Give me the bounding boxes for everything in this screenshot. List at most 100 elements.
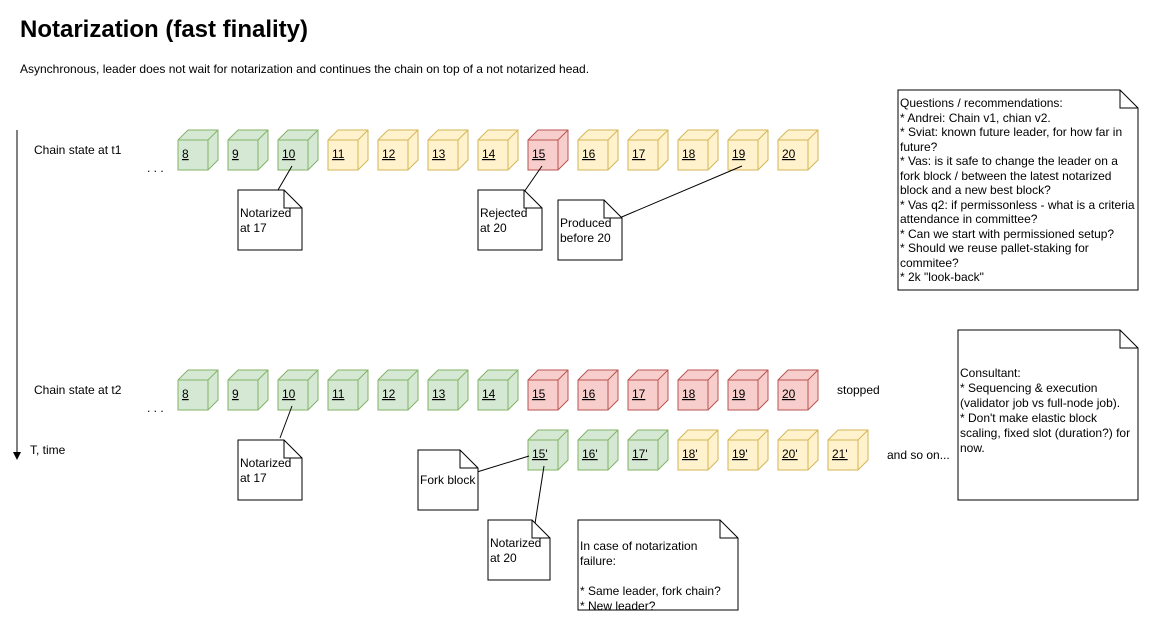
connector-fork-block: [476, 455, 530, 473]
row2-block-label: 11: [332, 387, 345, 401]
fork-block-21p: 21': [827, 429, 869, 471]
row2-block-label: 20: [782, 387, 796, 401]
row2-block-label: 15: [532, 387, 546, 401]
note-failure: [577, 519, 739, 611]
note-fork-block: [417, 449, 479, 511]
note-produced-20: [557, 199, 623, 261]
row2-block-label: 19: [732, 387, 746, 401]
row1-block-20: 20: [777, 129, 819, 171]
row1-block-label: 20: [782, 147, 796, 161]
row1-block-17: 17: [627, 129, 669, 171]
fork-block-label: 18': [682, 447, 698, 461]
row2-stopped-label: stopped: [837, 383, 880, 397]
row2-block-13: 13: [427, 369, 469, 411]
row2-block-9: 9: [227, 369, 269, 411]
connector-produced-20: [616, 165, 743, 220]
note-consultant-text: Consultant: * Sequencing & execution (va…: [960, 366, 1131, 455]
note-notarized-20-text: Notarized at 20: [490, 536, 542, 565]
fork-block-label: 19': [732, 447, 748, 461]
note-produced-20-text: Produced before 20: [560, 216, 612, 245]
row2-block-11: 11: [327, 369, 369, 411]
row1-block-16: 16: [577, 129, 619, 171]
row1-ellipsis: . . .: [147, 161, 164, 175]
row1-block-18: 18: [677, 129, 719, 171]
row2-block-18: 18: [677, 369, 719, 411]
row2-block-17: 17: [627, 369, 669, 411]
row1-block-13: 13: [427, 129, 469, 171]
connector-rejected-20: [523, 165, 543, 193]
note-notarized-17-a: [237, 189, 303, 251]
page-title: Notarization (fast finality): [20, 16, 309, 43]
connector-notarized-17-a: [277, 165, 293, 191]
row2-block-label: 10: [282, 387, 296, 401]
fork-block-label: 21': [832, 447, 848, 461]
row1-block-9: 9: [227, 129, 269, 171]
row1-block-label: 18: [682, 147, 696, 161]
fork-block-16p: 16': [577, 429, 619, 471]
note-notarized-17-b-text: Notarized at 17: [240, 456, 292, 485]
row2-block-16: 16: [577, 369, 619, 411]
row2-block-label: 9: [232, 387, 239, 401]
fork-block-label: 17': [632, 447, 648, 461]
note-notarized-20: [487, 519, 551, 581]
row2-block-10: 10: [277, 369, 319, 411]
row1-block-label: 16: [582, 147, 596, 161]
note-fork-block-text: Fork block: [420, 473, 476, 487]
row2-block-label: 17: [632, 387, 646, 401]
row1-block-label: 11: [332, 147, 345, 161]
row1-label: Chain state at t1: [34, 143, 122, 157]
connector-notarized-17-b: [279, 405, 293, 439]
row2-block-14: 14: [477, 369, 519, 411]
row2-block-label: 13: [432, 387, 446, 401]
fork-and-so-on-label: and so on...: [887, 448, 950, 462]
fork-block-17p: 17': [627, 429, 669, 471]
row1-block-14: 14: [477, 129, 519, 171]
fork-blocks: 15' 16' 17' 18' 19' 20' 21': [527, 429, 869, 471]
fork-block-15p: 15': [527, 429, 569, 471]
row2-label: Chain state at t2: [34, 383, 122, 397]
connector-notarized-20: [533, 465, 545, 531]
fork-block-label: 15': [532, 447, 548, 461]
row2-block-label: 14: [482, 387, 496, 401]
fork-block-label: 20': [782, 447, 798, 461]
row1-block-12: 12: [377, 129, 419, 171]
note-consultant: [957, 329, 1139, 501]
time-axis-label: T, time: [30, 443, 66, 457]
note-questions-text: Questions / recommendations: * Andrei: C…: [900, 96, 1135, 284]
row1-block-label: 15: [532, 147, 546, 161]
row1-blocks: 8 9 10 11 12 13 14 15 16 17 18 19 20: [177, 129, 819, 171]
fork-block-20p: 20': [777, 429, 819, 471]
row2-block-12: 12: [377, 369, 419, 411]
row1-block-label: 8: [182, 147, 189, 161]
row2-block-label: 12: [382, 387, 396, 401]
fork-block-label: 16': [582, 447, 598, 461]
note-notarized-17-b: [237, 439, 303, 501]
fork-block-18p: 18': [677, 429, 719, 471]
row1-block-label: 9: [232, 147, 239, 161]
note-rejected-20-text: Rejected at 20: [480, 206, 528, 235]
note-failure-text: In case of notarization failure: * Same …: [580, 539, 721, 613]
row2-block-20: 20: [777, 369, 819, 411]
note-rejected-20: [477, 189, 543, 251]
row1-block-19: 19: [727, 129, 769, 171]
row1-block-label: 12: [382, 147, 396, 161]
row2-block-label: 16: [582, 387, 596, 401]
row2-block-15: 15: [527, 369, 569, 411]
row1-block-label: 13: [432, 147, 446, 161]
row1-block-label: 10: [282, 147, 296, 161]
note-notarized-17-a-text: Notarized at 17: [240, 206, 292, 235]
row2-block-label: 8: [182, 387, 189, 401]
row1-block-label: 19: [732, 147, 746, 161]
row1-block-11: 11: [327, 129, 369, 171]
row1-block-10: 10: [277, 129, 319, 171]
row2-ellipsis: . . .: [147, 401, 164, 415]
row2-block-8: 8: [177, 369, 219, 411]
row2-block-19: 19: [727, 369, 769, 411]
page-subtitle: Asynchronous, leader does not wait for n…: [20, 62, 590, 76]
row1-block-15: 15: [527, 129, 569, 171]
fork-block-19p: 19': [727, 429, 769, 471]
note-questions: [897, 89, 1139, 291]
row2-blocks: 8 9 10 11 12 13 14 15 16 17 18 19 20: [177, 369, 819, 411]
row1-block-label: 14: [482, 147, 496, 161]
